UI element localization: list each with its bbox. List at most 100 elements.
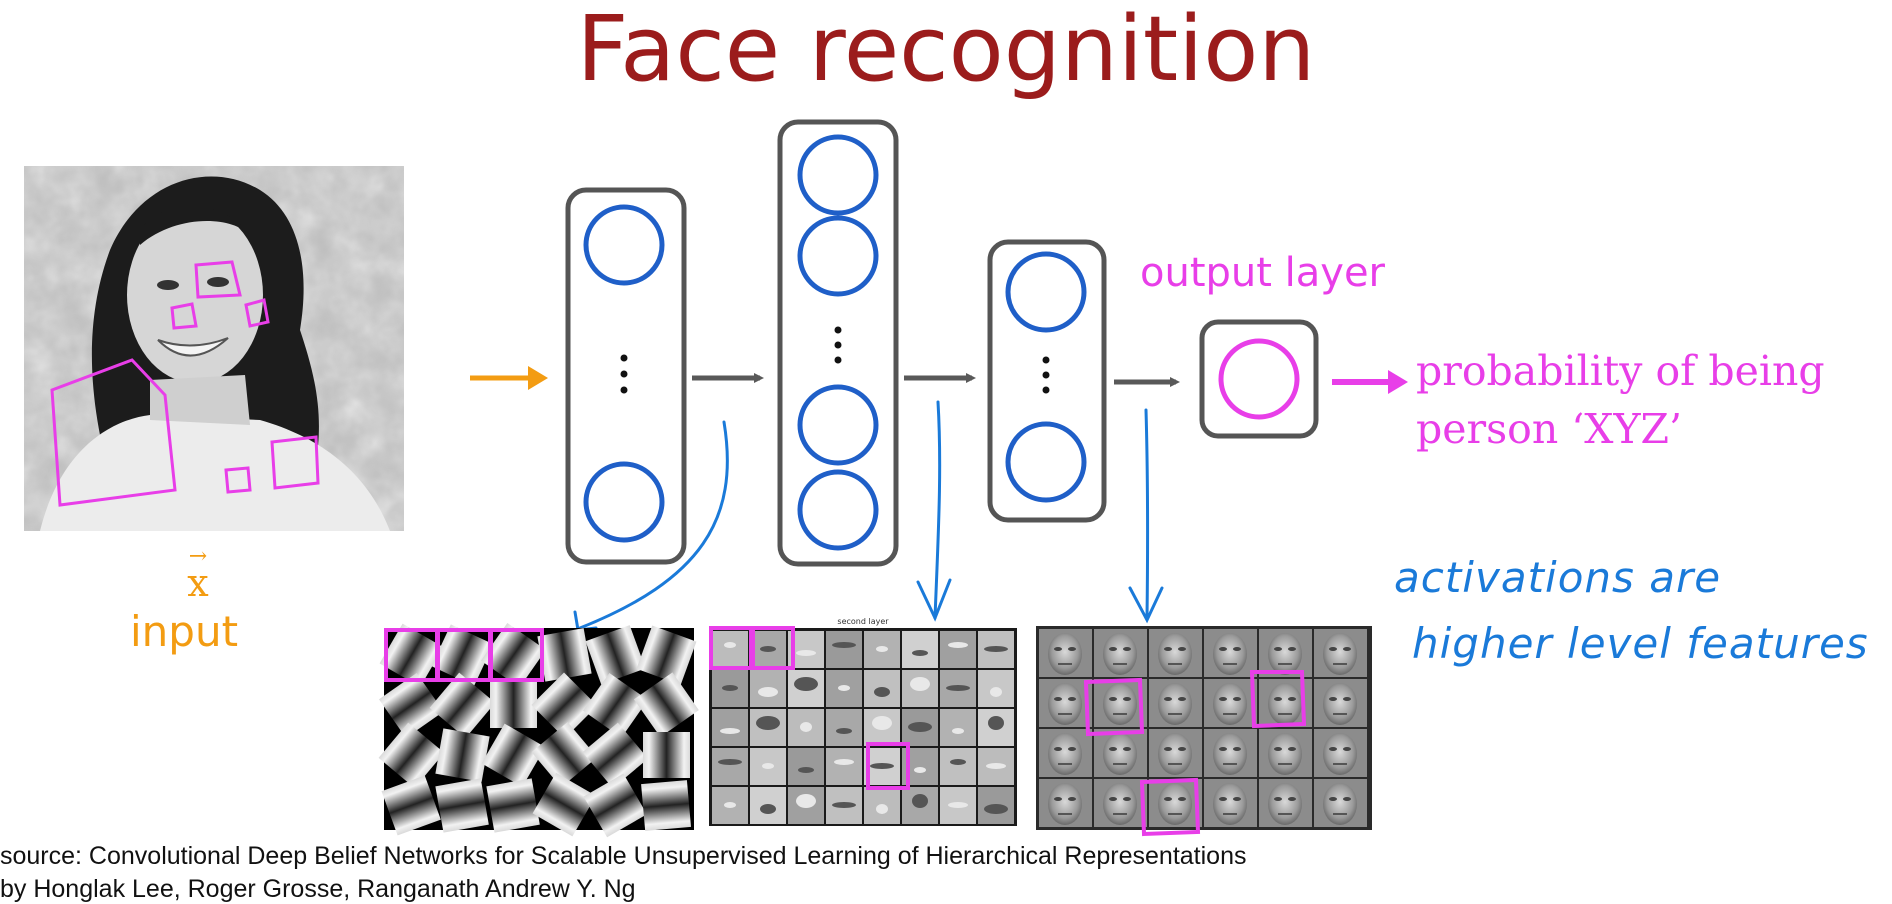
face-feature-shape <box>1213 633 1247 675</box>
face-feature-mouth <box>1113 663 1127 665</box>
cheek-highlight-box <box>170 302 198 330</box>
edge-filter-tile <box>490 682 537 728</box>
part-feature-shape <box>986 763 1006 769</box>
face-feature-eye <box>1329 797 1337 801</box>
face-feature-eye <box>1329 647 1337 651</box>
part-highlight-boxes <box>709 626 910 790</box>
face-feature-eye <box>1068 697 1076 701</box>
hidden-layer-3 <box>987 239 1107 523</box>
second-layer-header: second layer <box>837 617 889 626</box>
output-layer <box>1199 319 1319 439</box>
source-authors: by Honglak Lee, Roger Grosse, Ranganath … <box>0 875 636 903</box>
face-feature-shape <box>1323 633 1357 675</box>
face-feature-eye <box>1343 797 1351 801</box>
part-feature-shape <box>950 759 966 765</box>
feature-tile <box>902 631 938 668</box>
face-feature-shape <box>1323 733 1357 775</box>
feature-tile <box>940 748 976 785</box>
feature-tile <box>826 631 862 668</box>
output-probability-line2: person ‘XYZ’ <box>1416 405 1683 453</box>
face-feature-eye <box>1109 797 1117 801</box>
face-feature-shape <box>1213 783 1247 825</box>
face-feature-eye <box>1274 647 1282 651</box>
hair-highlight-box <box>50 358 177 507</box>
face-feature-shape <box>1103 633 1137 675</box>
neuron <box>583 461 665 543</box>
face-feature-mouth <box>1113 813 1127 815</box>
face-feature-eye <box>1123 697 1131 701</box>
input-vector-symbol: → x <box>176 544 220 605</box>
face-feature-eye <box>1233 797 1241 801</box>
neuron <box>1005 421 1087 503</box>
face-feature-eye <box>1178 647 1186 651</box>
neuron <box>797 134 879 216</box>
part-feature-grid <box>712 631 1014 824</box>
part-feature-shape <box>948 642 968 648</box>
part-feature-shape <box>876 646 888 652</box>
input-face-photo <box>24 166 404 531</box>
face-feature-eye <box>1233 747 1241 751</box>
part-feature-shape <box>832 642 856 648</box>
part-feature-shape <box>758 687 778 697</box>
feature-tile <box>826 709 862 746</box>
output-probability-line1: probability of being <box>1416 347 1825 395</box>
face-feature-eye <box>1178 747 1186 751</box>
activation-arrow-3 <box>1144 408 1150 620</box>
part-feature-shape <box>798 767 814 773</box>
face-feature-eye <box>1109 697 1117 701</box>
activation-arrow-2 <box>933 400 942 620</box>
edge-highlight-boxes <box>384 628 544 682</box>
part-feature-shape <box>718 759 742 765</box>
face-feature-mouth <box>1333 663 1347 665</box>
face-feature-grid <box>1039 629 1367 827</box>
face-feature-eye <box>1178 797 1186 801</box>
annotation-line2: higher level features <box>1412 619 1869 668</box>
face-feature-shape <box>1323 683 1357 725</box>
face-feature-shape <box>1158 683 1192 725</box>
face-feature-mouth <box>1278 763 1292 765</box>
vector-arrow-accent: → <box>188 544 208 569</box>
part-feature-shape <box>984 804 1008 814</box>
slide-title: Face recognition <box>576 0 1316 102</box>
face-feature-shape <box>1103 783 1137 825</box>
part-feature-shape <box>794 677 818 691</box>
face-feature-mouth <box>1058 713 1072 715</box>
face-feature-shape <box>1158 783 1192 825</box>
activation-arrow-1 <box>578 420 729 630</box>
vector-x: x <box>187 561 209 605</box>
face-feature-shape <box>1048 633 1082 675</box>
hidden-layer-2 <box>777 119 899 567</box>
shoulder-highlight-box-large <box>270 435 320 490</box>
part-feature-shape <box>796 650 816 656</box>
part-feature-shape <box>834 759 854 765</box>
part-feature-shape <box>796 794 816 808</box>
face-feature-mouth <box>1278 713 1292 715</box>
face-feature-shape <box>1213 683 1247 725</box>
input-arrow <box>470 366 548 390</box>
output-layer-label: output layer <box>1140 250 1385 296</box>
face-highlight-boxes <box>1083 670 1307 837</box>
part-feature-shape <box>914 767 926 773</box>
output-neuron <box>1218 338 1300 420</box>
ear-highlight-box <box>244 298 270 328</box>
hidden-layer-1 <box>565 187 687 565</box>
face-feature-mouth <box>1058 813 1072 815</box>
part-feature-shape <box>760 804 776 814</box>
face-feature-mouth <box>1113 763 1127 765</box>
part-feature-shape <box>724 802 736 808</box>
face-feature-shape <box>1268 733 1302 775</box>
part-feature-shape <box>838 685 850 691</box>
face-feature-shape <box>1268 783 1302 825</box>
face-feature-mouth <box>1113 713 1127 715</box>
neuron <box>797 384 879 466</box>
face-feature-eye <box>1219 797 1227 801</box>
face-feature-eye <box>1288 647 1296 651</box>
face-feature-eye <box>1343 697 1351 701</box>
face-feature-mouth <box>1278 663 1292 665</box>
face-feature-eye <box>1233 647 1241 651</box>
face-feature-eye <box>1219 697 1227 701</box>
face-feature-mouth <box>1333 813 1347 815</box>
source-citation: source: Convolutional Deep Belief Networ… <box>0 842 1247 870</box>
